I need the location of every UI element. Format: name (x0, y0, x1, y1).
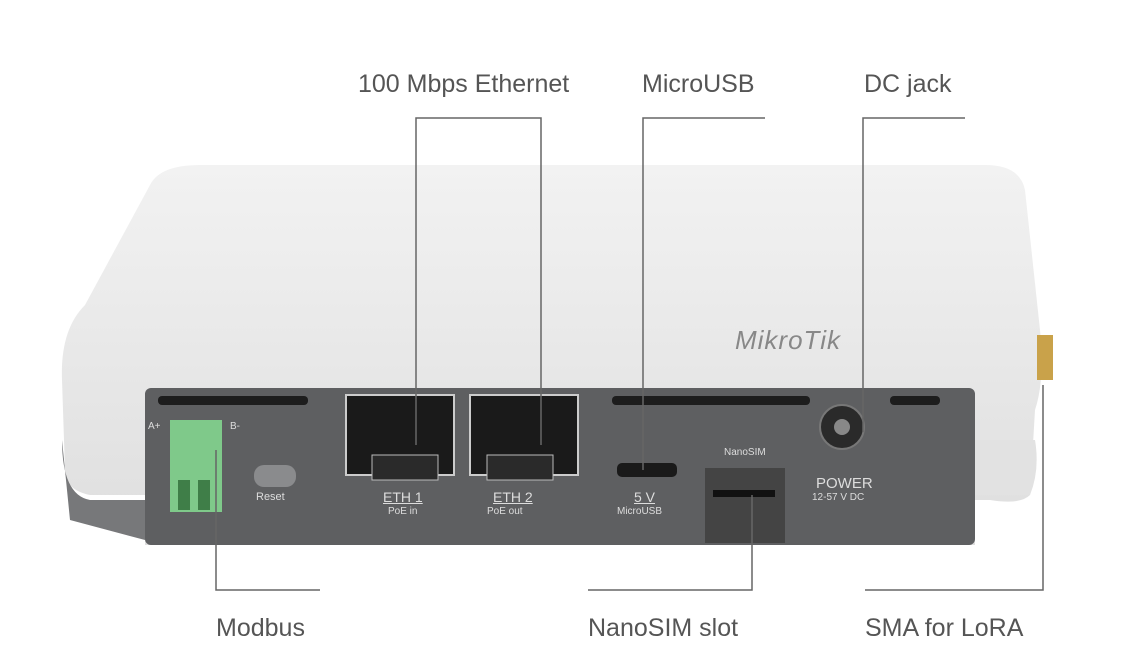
usb-label: 5 V (634, 489, 656, 505)
callout-ethernet: 100 Mbps Ethernet (358, 70, 570, 98)
reset-label: Reset (256, 491, 285, 503)
usb-sub-label: MicroUSB (617, 506, 663, 517)
callout-dc-jack: DC jack (864, 70, 952, 98)
callout-nanosim-slot: NanoSIM slot (588, 614, 739, 642)
device-base-right (975, 440, 1037, 495)
vent (890, 396, 940, 405)
callout-microusb: MicroUSB (642, 70, 755, 98)
vent (158, 396, 308, 405)
callout-lines (215, 117, 1044, 591)
a-plus-label: A+ (148, 421, 161, 432)
vent (612, 396, 810, 405)
b-minus-label: B- (230, 421, 240, 432)
microusb-port (617, 463, 677, 477)
nanosim-slot (705, 468, 785, 543)
sma-connector (1037, 335, 1053, 380)
power-sub-label: 12-57 V DC (812, 492, 865, 503)
device-base (62, 440, 145, 540)
eth1-label: ETH 1 (383, 489, 423, 505)
reset-button (254, 465, 296, 487)
eth1-sub-label: PoE in (388, 506, 418, 517)
callout-modbus: Modbus (216, 614, 305, 642)
eth2-label: ETH 2 (493, 489, 533, 505)
brand-logo: MikroTik (735, 325, 841, 355)
callout-sma: SMA for LoRA (865, 614, 1024, 642)
power-label: POWER (816, 475, 873, 492)
eth2-sub-label: PoE out (487, 506, 523, 517)
nanosim-label: NanoSIM (724, 447, 766, 458)
modbus-connector (170, 420, 222, 512)
